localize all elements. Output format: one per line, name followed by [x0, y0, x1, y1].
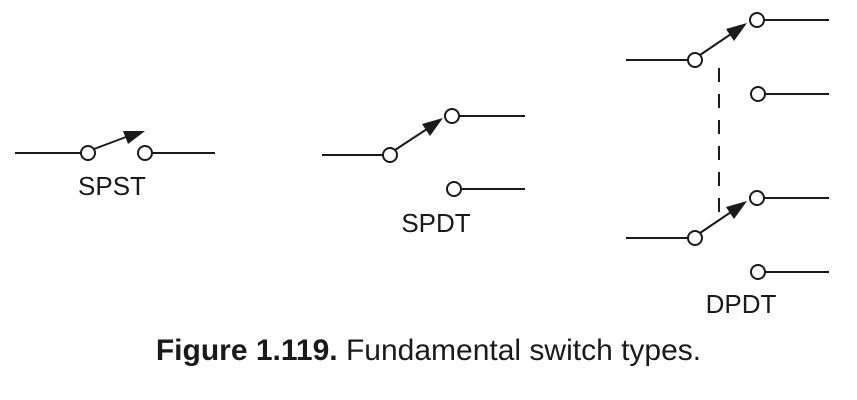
spst-switch-arm: [93, 136, 127, 150]
spst-switch: SPST: [15, 131, 215, 201]
dpdt-upper-switch-arm: [699, 31, 735, 56]
spdt-label: SPDT: [401, 208, 470, 238]
dpdt-upper-bottom-contact-terminal: [750, 86, 766, 102]
spdt-lower-contact-terminal: [446, 181, 462, 197]
dpdt-upper-top-contact-terminal: [749, 12, 765, 28]
spdt-pivot-terminal: [382, 147, 398, 163]
spdt-switch: SPDT: [322, 108, 525, 238]
dpdt-lower-arm-arrowhead: [726, 201, 747, 219]
dpdt-lower-top-contact-terminal: [749, 190, 765, 206]
dpdt-lower-pivot-terminal: [687, 230, 703, 246]
spdt-upper-contact-terminal: [444, 108, 460, 124]
dpdt-lower-bottom-contact-terminal: [750, 264, 766, 280]
figure-number: Figure 1.119.: [155, 334, 338, 367]
spst-arm-arrowhead: [123, 131, 145, 144]
figure-caption-text: Fundamental switch types.: [345, 334, 702, 367]
spst-contact-terminal: [137, 145, 153, 161]
dpdt-upper-pivot-terminal: [687, 52, 703, 68]
dpdt-upper-pole: [626, 12, 829, 102]
spst-pivot-terminal: [80, 145, 96, 161]
dpdt-label: DPDT: [706, 289, 777, 319]
spdt-arm-arrowhead: [422, 118, 443, 136]
spdt-switch-arm: [394, 126, 431, 151]
dpdt-upper-arm-arrowhead: [726, 23, 747, 41]
dpdt-lower-switch-arm: [699, 209, 735, 234]
figure-caption: Figure 1.119. Fundamental switch types.: [0, 334, 857, 368]
dpdt-lower-pole: DPDT: [626, 190, 829, 319]
spst-label: SPST: [78, 171, 146, 201]
